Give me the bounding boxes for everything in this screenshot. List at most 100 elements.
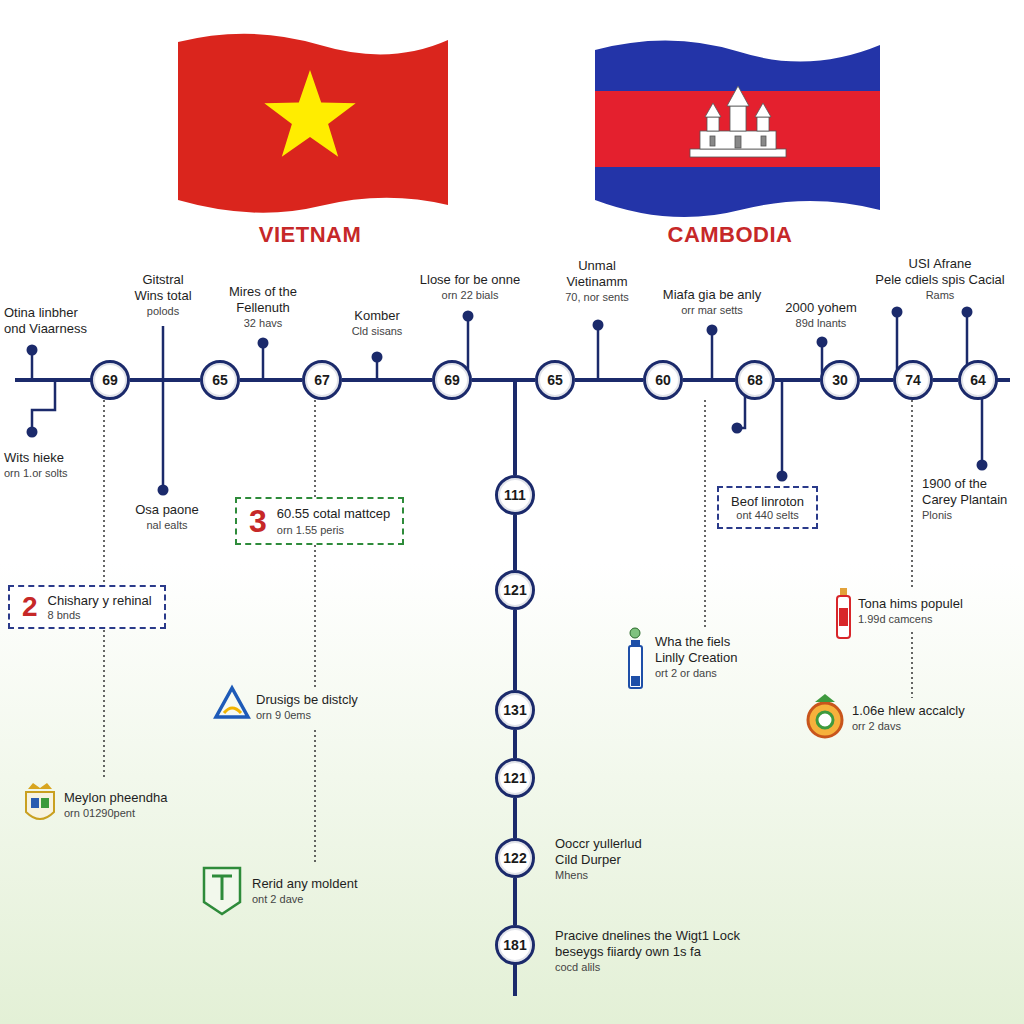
callout-number: 2 (22, 593, 38, 621)
label-group: KomberCld sisans (338, 308, 416, 338)
callout-box: Beof linrotonont 440 selts (717, 486, 818, 529)
callout-box: 2 Chishary y rehinal8 bnds (8, 585, 166, 629)
label-subtext: orr mar setts (648, 303, 776, 317)
label-group: Mires of the Fellenuth32 havs (216, 284, 310, 330)
label-subtext: ont 2 dave (252, 892, 402, 906)
country-name: VIETNAM (210, 222, 410, 248)
crest-icon (28, 783, 52, 789)
leader-line (597, 330, 600, 378)
leader-lines (32, 317, 982, 486)
vietnam-flag (178, 34, 448, 213)
timeline-node: 121 (495, 570, 535, 610)
label-group: Unmal Vietinamm70, nor sents (553, 258, 641, 304)
label-subtext: orn 22 bials (406, 288, 534, 302)
bottle-icon (840, 588, 847, 596)
leader-dot (817, 337, 828, 348)
dotted-guide (314, 730, 316, 865)
label-text: Pracive dnelines the Wigt1 Lock beseygs … (555, 928, 753, 960)
leader-dot (707, 325, 718, 336)
label-text: 1900 of the Carey Plantain (922, 476, 1018, 508)
temple-door (761, 136, 766, 146)
timeline-node: 122 (495, 838, 535, 878)
label-text: Osa paone (122, 502, 212, 518)
label-text: Ooccr yullerlud Cild Durper (555, 836, 667, 868)
temple-tower (755, 103, 771, 117)
timeline-node: 65 (535, 360, 575, 400)
timeline-connector (130, 378, 200, 382)
timeline-node: 74 (893, 360, 933, 400)
label-text: Tona hims populel (858, 596, 1008, 612)
temple-door (735, 136, 741, 148)
dotted-guide (911, 400, 913, 590)
node-number: 121 (503, 770, 526, 786)
callout-text: Chishary y rehinal (48, 593, 152, 608)
leader-dot (158, 485, 169, 496)
timeline-connector (513, 878, 517, 925)
label-subtext: Plonis (922, 508, 1018, 522)
label-text: Wha the fiels Linlly Creation (655, 634, 763, 666)
label-text: Mires of the Fellenuth (216, 284, 310, 316)
timeline-node: 69 (432, 360, 472, 400)
bottle-icon (837, 596, 850, 638)
callout-text: orn 1.55 peris (277, 524, 390, 536)
timeline-connector (513, 798, 517, 838)
timeline-connector (240, 378, 302, 382)
temple-body (700, 131, 776, 149)
node-number: 64 (970, 372, 986, 388)
temple-door (710, 136, 715, 146)
node-number: 65 (547, 372, 563, 388)
timeline-connector (513, 730, 517, 758)
label-text: Wits hieke (4, 450, 96, 466)
leader-line (262, 348, 265, 378)
timeline-line (513, 964, 517, 996)
label-group: Osa paonenal ealts (122, 502, 212, 532)
bottle-icon (839, 608, 848, 626)
leader-dot (372, 352, 383, 363)
label-group: Ooccr yullerlud Cild DurperMhens (555, 836, 667, 882)
label-group: VIETNAM (210, 222, 410, 248)
crest-icon (31, 798, 39, 808)
label-group: 2000 yohem89d lnants (776, 300, 866, 330)
triangle-icon (224, 708, 241, 713)
badge-icon (808, 694, 842, 737)
node-number: 60 (655, 372, 671, 388)
node-number: 65 (212, 372, 228, 388)
leader-dot (27, 345, 38, 356)
timeline-node: 30 (820, 360, 860, 400)
timeline-node: 68 (735, 360, 775, 400)
leader-line (32, 382, 55, 427)
temple-tower (727, 86, 749, 106)
timeline-connector (575, 378, 643, 382)
leader-dot (962, 307, 973, 318)
label-group: Drusigs be distclyorn 9 0ems (256, 692, 416, 722)
callout-text: 8 bnds (48, 609, 152, 621)
label-group: Otina linbher ond Viaarness (4, 305, 96, 337)
crest-icon (26, 783, 54, 819)
flag-band (590, 25, 885, 91)
timeline-line (997, 378, 1010, 382)
callout-text: Beof linroton (731, 494, 804, 509)
leader-dot (977, 460, 988, 471)
label-group: 1.06e hlew accalclyorr 2 davs (852, 703, 1012, 733)
label-text: Miafa gia be anly (648, 287, 776, 303)
leader-line (31, 355, 34, 378)
timeline-connector (933, 378, 958, 382)
timeline-connector (472, 380, 515, 475)
flag-band (590, 167, 885, 217)
timeline-node: 121 (495, 758, 535, 798)
badge-icon (815, 694, 835, 702)
label-text: 1.06e hlew accalcly (852, 703, 1012, 719)
leader-dot (463, 311, 474, 322)
label-group: Miafa gia be anlyorr mar setts (648, 287, 776, 317)
label-subtext: 89d lnants (776, 316, 866, 330)
leader-dot (732, 423, 743, 434)
label-text: Llose for be onne (406, 272, 534, 288)
timeline-connector (513, 610, 517, 690)
t-badge-icon (204, 868, 240, 914)
bottle-icon (631, 676, 640, 686)
country-name: CAMBODIA (630, 222, 830, 248)
temple-base (690, 149, 786, 157)
temple-tower (757, 117, 769, 131)
label-subtext: orr 2 davs (852, 719, 1012, 733)
leader-dot (258, 338, 269, 349)
